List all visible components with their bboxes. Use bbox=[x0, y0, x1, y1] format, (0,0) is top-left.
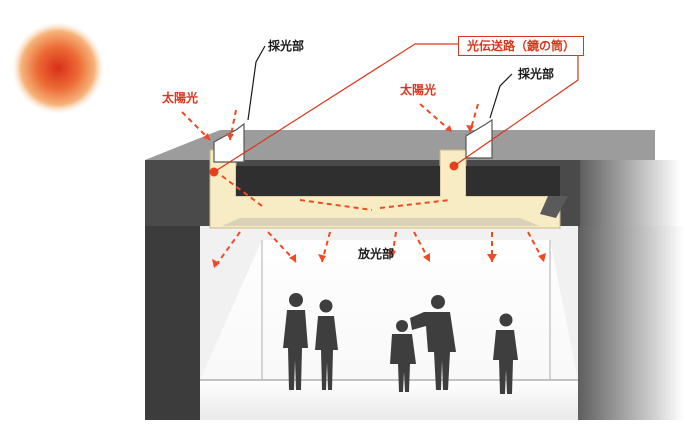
person-1 bbox=[283, 293, 308, 390]
roof-top-face bbox=[145, 130, 655, 160]
left-wall bbox=[145, 226, 200, 420]
label-collector-left: 採光部 bbox=[268, 39, 305, 53]
label-sunlight-right: 太陽光 bbox=[400, 83, 437, 97]
person-3 bbox=[390, 320, 416, 392]
person-5 bbox=[493, 313, 518, 394]
person-4 bbox=[410, 295, 456, 390]
label-collector-right: 採光部 bbox=[518, 67, 555, 81]
incoming-rays bbox=[181, 103, 479, 211]
person-2 bbox=[315, 299, 338, 390]
label-transport-path: 光伝送路（鏡の筒） bbox=[458, 36, 585, 56]
people-silhouettes bbox=[283, 293, 518, 394]
emitter-slot bbox=[222, 218, 540, 226]
label-sunlight-left: 太陽光 bbox=[162, 91, 199, 105]
sun-icon bbox=[12, 22, 104, 114]
label-emitter: 放光部 bbox=[358, 247, 395, 261]
light-beam bbox=[200, 240, 578, 380]
floor bbox=[200, 380, 578, 420]
right-wall bbox=[578, 226, 684, 420]
